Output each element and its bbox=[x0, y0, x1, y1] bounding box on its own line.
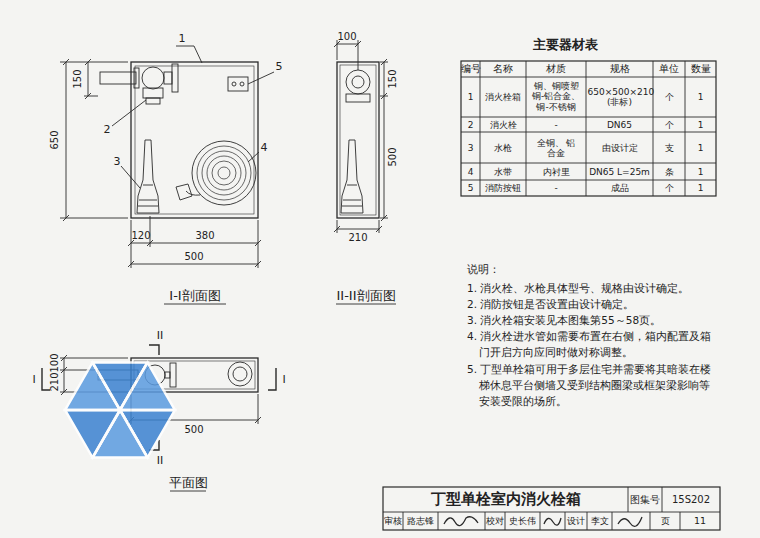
dimension: 210 bbox=[49, 372, 61, 391]
table-cell: 3 bbox=[468, 142, 474, 152]
title-block-text: 路志锋 bbox=[407, 516, 434, 526]
table-cell: DN65 L=25m bbox=[589, 166, 650, 176]
dimension: 150 bbox=[72, 69, 84, 88]
table-header: 名称 bbox=[493, 64, 513, 75]
callout-number: 2 bbox=[104, 124, 111, 137]
title-block-text: 15S202 bbox=[672, 494, 710, 506]
section-mark: I bbox=[32, 374, 35, 387]
view-title: II-II剖面图 bbox=[336, 289, 395, 304]
table-cell: - bbox=[554, 119, 557, 129]
dimension: 500 bbox=[184, 424, 203, 436]
table-cell: 水带 bbox=[494, 166, 512, 176]
table-cell: 1 bbox=[698, 183, 704, 193]
table-cell: 个 bbox=[665, 92, 674, 102]
note-text: 4. 消火栓进水管如需要布置在右侧，箱内配置及箱门开启方向应同时做对称调整。 bbox=[467, 328, 715, 360]
table-cell: 个 bbox=[665, 119, 674, 129]
note-text: 2. 消防按钮是否设置由设计确定。 bbox=[467, 296, 715, 312]
table-cell: 1 bbox=[698, 166, 704, 176]
table-cell: 1 bbox=[698, 92, 704, 102]
table-cell: 铜、铜喷塑 铜-铝合金、 铜-不锈钢 bbox=[530, 81, 582, 112]
dimension: 500 bbox=[184, 251, 203, 263]
section-mark: II bbox=[157, 330, 164, 343]
table-cell: 4 bbox=[468, 166, 474, 176]
table-header: 材质 bbox=[546, 64, 566, 75]
callout-number: 3 bbox=[114, 156, 121, 169]
callout-number: 4 bbox=[261, 142, 268, 155]
section-mark: II bbox=[157, 455, 164, 468]
table-cell: 内衬里 bbox=[543, 166, 570, 176]
table-cell: DN65 bbox=[607, 119, 632, 129]
dimension: 150 bbox=[387, 69, 399, 88]
note-text: 5. 丁型单栓箱可用于多层住宅并需要将其暗装在楼梯休息平台侧墙又受到结构圈梁或框… bbox=[467, 361, 715, 409]
table-cell: 1 bbox=[698, 119, 704, 129]
table-cell: 5 bbox=[468, 183, 474, 193]
title-block-text: 图集号 bbox=[630, 494, 660, 505]
dimension: 100 bbox=[337, 31, 356, 43]
view-title: I-I剖面图 bbox=[169, 289, 220, 304]
title-block-text: 校对 bbox=[486, 516, 504, 526]
table-cell: 650×500×210 (非标) bbox=[588, 87, 652, 108]
title-block-text: 史长伟 bbox=[509, 516, 536, 526]
sheet-title: 丁型单栓室内消火栓箱 bbox=[431, 491, 581, 508]
table-header: 编号 bbox=[461, 64, 481, 75]
table-cell: - bbox=[554, 183, 557, 193]
table-cell: 条 bbox=[665, 166, 674, 176]
callout-number: 1 bbox=[179, 33, 186, 46]
dimension: 210 bbox=[348, 232, 367, 244]
table-cell: 消火栓 bbox=[490, 119, 517, 129]
view-title: 平面图 bbox=[169, 476, 208, 491]
title-block-text: 11 bbox=[694, 516, 706, 527]
title-block-text: 审核 bbox=[384, 516, 402, 526]
table-cell: 水枪 bbox=[494, 142, 512, 152]
note-text: 3. 消火栓箱安装见本图集第55～58页。 bbox=[467, 312, 715, 328]
table-title: 主要器材表 bbox=[533, 38, 598, 53]
note-text: 1. 消火栓、水枪具体型号、规格由设计确定。 bbox=[467, 280, 715, 296]
table-header: 单位 bbox=[659, 64, 679, 75]
table-cell: 消火栓箱 bbox=[485, 92, 521, 102]
dimension: 100 bbox=[49, 353, 61, 372]
table-cell: 成品 bbox=[611, 183, 629, 193]
dimension: 650 bbox=[49, 130, 61, 149]
table-cell: 个 bbox=[665, 183, 674, 193]
table-cell: 1 bbox=[698, 142, 704, 152]
table-cell: 全铜、 铝合金 bbox=[536, 137, 576, 158]
table-cell: 消防按钮 bbox=[485, 183, 521, 193]
dimension: 500 bbox=[387, 147, 399, 166]
table-cell: 1 bbox=[468, 92, 474, 102]
dimension: 120 bbox=[131, 230, 150, 242]
table-cell: 支 bbox=[665, 142, 674, 152]
notes-heading: 说明： bbox=[467, 263, 500, 275]
table-header: 规格 bbox=[610, 64, 630, 75]
table-header: 数量 bbox=[691, 64, 711, 75]
dimension: 380 bbox=[195, 230, 214, 242]
table-cell: 2 bbox=[468, 119, 474, 129]
callout-number: 5 bbox=[276, 61, 283, 74]
title-block-text: 设计 bbox=[567, 516, 585, 526]
title-block-text: 页 bbox=[661, 516, 670, 526]
table-cell: 由设计定 bbox=[602, 142, 638, 152]
section-mark: I bbox=[282, 374, 285, 387]
title-block-text: 李文 bbox=[591, 516, 609, 526]
